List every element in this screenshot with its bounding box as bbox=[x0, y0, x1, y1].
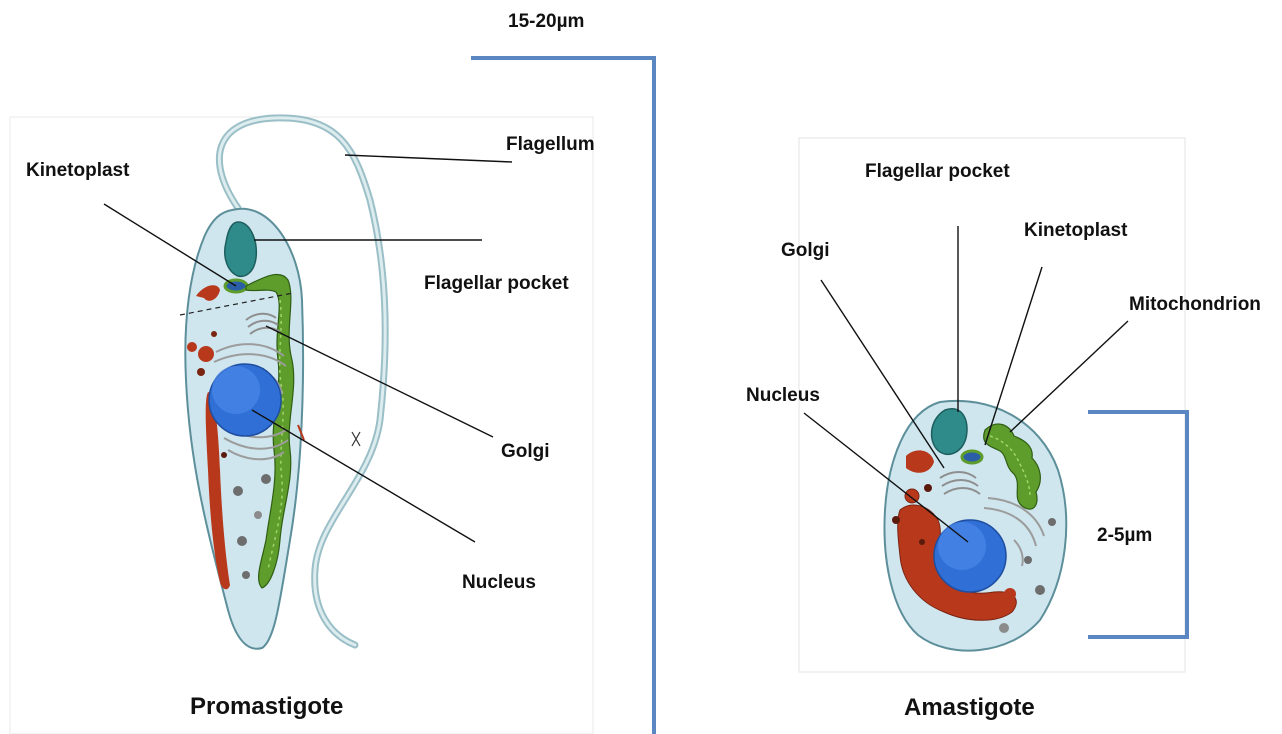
amastigote-scale-label: 2-5µm bbox=[1097, 525, 1152, 546]
promastigote-panel: Flagellum Kinetoplast Flagellar pocket G… bbox=[10, 11, 654, 734]
amastigote-kinetoplast bbox=[962, 451, 982, 463]
promastigote-scale-label: 15-20µm bbox=[508, 11, 584, 32]
amastigote-vesicle bbox=[1024, 556, 1032, 564]
promastigote-vesicle bbox=[221, 452, 227, 458]
label-kinetoplast-amastigote: Kinetoplast bbox=[1024, 220, 1128, 241]
amastigote-vesicle bbox=[1035, 585, 1045, 595]
promastigote-title: Promastigote bbox=[190, 693, 343, 720]
promastigote-vesicle bbox=[261, 474, 271, 484]
label-flagellar-pocket-promastigote: Flagellar pocket bbox=[424, 273, 569, 294]
promastigote-vesicle bbox=[254, 511, 262, 519]
label-flagellum: Flagellum bbox=[506, 134, 595, 155]
label-nucleus-amastigote: Nucleus bbox=[746, 385, 820, 406]
label-golgi-promastigote: Golgi bbox=[501, 441, 550, 462]
amastigote-vesicle bbox=[999, 623, 1009, 633]
amastigote-panel: Flagellar pocket Kinetoplast Golgi Mitoc… bbox=[746, 138, 1261, 721]
label-golgi-amastigote: Golgi bbox=[781, 240, 830, 261]
label-kinetoplast-promastigote: Kinetoplast bbox=[26, 160, 130, 181]
amastigote-vesicle bbox=[1048, 518, 1056, 526]
promastigote-vesicle bbox=[198, 346, 214, 362]
promastigote-vesicle bbox=[211, 331, 217, 337]
promastigote-vesicle bbox=[233, 486, 243, 496]
label-mitochondrion-amastigote: Mitochondrion bbox=[1129, 294, 1261, 315]
label-flagellar-pocket-amastigote: Flagellar pocket bbox=[865, 161, 1010, 182]
promastigote-vesicle bbox=[187, 342, 197, 352]
amastigote-title: Amastigote bbox=[904, 694, 1035, 721]
promastigote-vesicle bbox=[242, 571, 250, 579]
promastigote-vesicle bbox=[197, 368, 205, 376]
label-nucleus-promastigote: Nucleus bbox=[462, 572, 536, 593]
promastigote-vesicle bbox=[237, 536, 247, 546]
